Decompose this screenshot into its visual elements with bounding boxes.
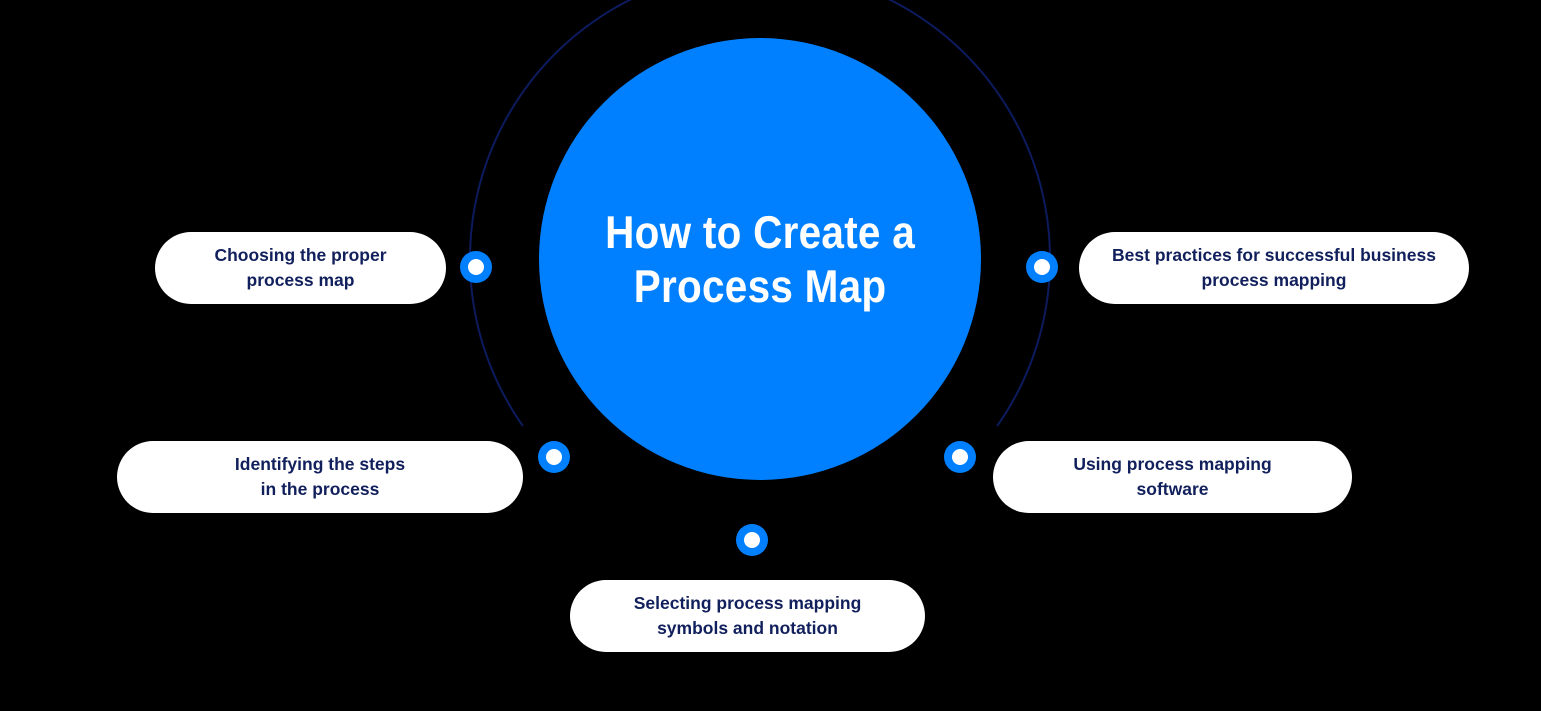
node-dot-selecting-process-mapping-symbols-and-notation[interactable]	[736, 524, 768, 556]
label-pill-choosing-the-proper-process-map[interactable]: Choosing the proper process map	[155, 232, 446, 304]
node-dot-core-icon	[1034, 259, 1050, 275]
node-dot-core-icon	[744, 532, 760, 548]
node-dot-using-process-mapping-software[interactable]	[944, 441, 976, 473]
label-text-using-process-mapping-software: Using process mapping software	[1073, 454, 1272, 499]
center-hub-circle: How to Create a Process Map	[539, 38, 981, 480]
connector-arc	[468, 0, 1052, 427]
node-dot-choosing-the-proper-process-map[interactable]	[460, 251, 492, 283]
page-title: How to Create a Process Map	[605, 205, 915, 312]
node-dot-identifying-the-steps-in-the-process[interactable]	[538, 441, 570, 473]
node-dot-core-icon	[468, 259, 484, 275]
label-text-choosing-the-proper-process-map: Choosing the proper process map	[214, 245, 387, 290]
node-dot-core-icon	[952, 449, 968, 465]
label-text-selecting-process-mapping-symbols-and-notation: Selecting process mapping symbols and no…	[633, 593, 862, 638]
label-pill-selecting-process-mapping-symbols-and-notation[interactable]: Selecting process mapping symbols and no…	[570, 580, 925, 652]
label-text-identifying-the-steps-in-the-process: Identifying the steps in the process	[234, 454, 406, 499]
label-pill-best-practices-for-successful-business-process-mapping[interactable]: Best practices for successful business p…	[1079, 232, 1469, 304]
label-pill-identifying-the-steps-in-the-process[interactable]: Identifying the steps in the process	[117, 441, 523, 513]
node-dot-core-icon	[546, 449, 562, 465]
label-text-best-practices-for-successful-business-process-mapping: Best practices for successful business p…	[1112, 245, 1436, 290]
node-dot-best-practices-for-successful-business-process-mapping[interactable]	[1026, 251, 1058, 283]
label-pill-using-process-mapping-software[interactable]: Using process mapping software	[993, 441, 1352, 513]
